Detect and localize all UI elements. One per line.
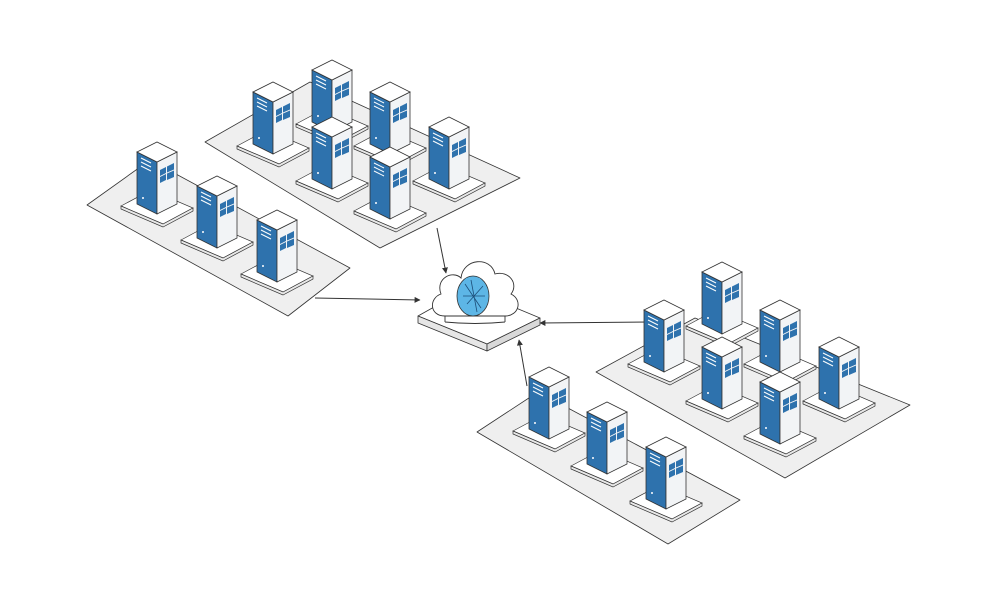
server-cluster-bottom (512, 366, 703, 523)
server-node (629, 436, 703, 523)
windows-logo-icon (280, 231, 294, 251)
windows-logo-icon (335, 138, 349, 158)
windows-logo-icon (610, 423, 624, 443)
windows-logo-icon (452, 138, 466, 158)
server-node (685, 336, 759, 423)
server-node (120, 141, 194, 228)
arrow-bottom-to-cloud (516, 339, 528, 387)
server-node (570, 401, 644, 488)
windows-logo-icon (393, 103, 407, 123)
server-node (412, 116, 486, 203)
server-node (743, 299, 817, 386)
arrow-right-to-cloud (539, 319, 651, 326)
server-node (685, 261, 759, 348)
server-node (295, 116, 369, 203)
windows-logo-icon (393, 168, 407, 188)
server-cluster-left (120, 141, 314, 296)
server-node (802, 336, 876, 423)
server-node (240, 209, 314, 296)
server-node (743, 371, 817, 458)
windows-logo-icon (552, 388, 566, 408)
windows-logo-icon (725, 358, 739, 378)
server-node (180, 175, 254, 262)
server-node (236, 81, 310, 168)
windows-logo-icon (160, 163, 174, 183)
windows-logo-icon (276, 103, 290, 123)
windows-logo-icon (725, 283, 739, 303)
server-node (627, 299, 701, 386)
windows-logo-icon (220, 197, 234, 217)
windows-logo-icon (842, 358, 856, 378)
windows-logo-icon (335, 81, 349, 101)
windows-logo-icon (783, 393, 797, 413)
server-cluster-top (236, 59, 486, 233)
arrow-left-to-cloud (314, 296, 421, 303)
cloud-hub-icon (432, 261, 519, 324)
windows-logo-icon (783, 321, 797, 341)
server-node (512, 366, 586, 453)
servers (120, 59, 876, 523)
connections (314, 227, 651, 387)
windows-logo-icon (669, 458, 683, 478)
server-node (353, 146, 427, 233)
server-cluster-right (627, 261, 876, 458)
arrow-top-to-cloud (436, 227, 448, 274)
windows-logo-icon (667, 321, 681, 341)
